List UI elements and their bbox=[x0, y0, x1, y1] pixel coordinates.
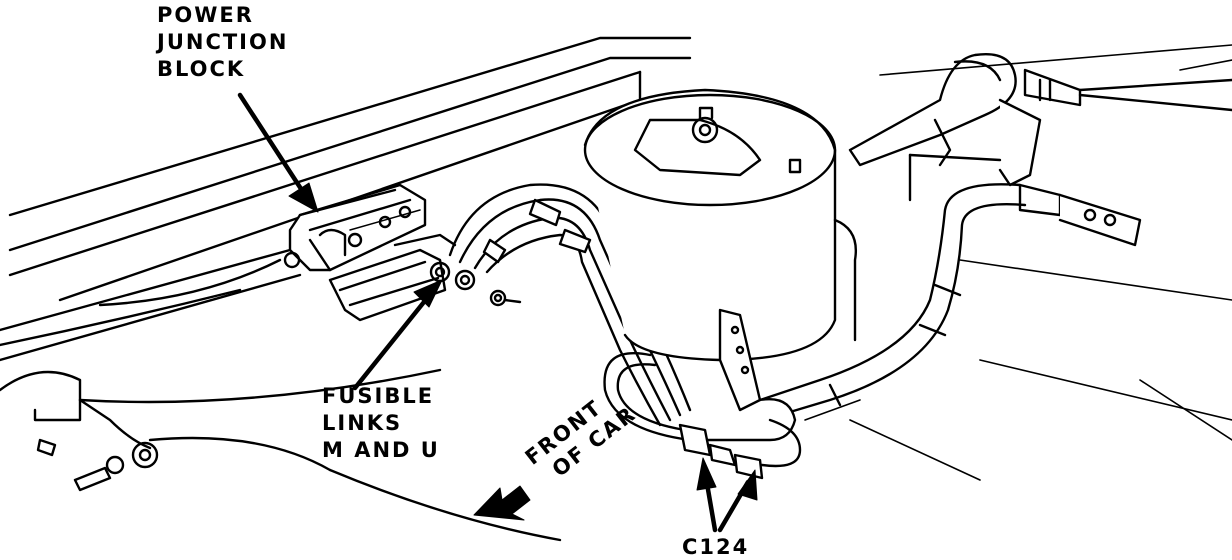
c124-arrowhead-left bbox=[696, 457, 717, 491]
hoses-and-fittings bbox=[848, 44, 1232, 247]
fusible-links-label: FUSIBLE LINKS M AND U bbox=[322, 384, 440, 462]
fusible-link-terminals bbox=[429, 261, 522, 307]
mounting-hardware bbox=[36, 398, 159, 492]
arrow-heads bbox=[288, 182, 758, 501]
power-junction-block-label: POWER JUNCTION BLOCK bbox=[157, 3, 289, 81]
c124-connector-label: C124 bbox=[682, 535, 750, 559]
power-junction-block bbox=[283, 183, 457, 322]
c124-arrowhead-right bbox=[737, 469, 758, 501]
fender-panel-lines bbox=[0, 36, 692, 362]
lower-right-panel bbox=[849, 259, 1232, 481]
fusible-links-arrow bbox=[352, 289, 435, 391]
power-junction-arrowhead bbox=[288, 182, 319, 213]
main-hose bbox=[688, 183, 1027, 442]
power-junction-arrow bbox=[237, 92, 308, 198]
c124-connectors bbox=[603, 352, 861, 480]
wiring-harness bbox=[448, 183, 692, 427]
canister bbox=[583, 88, 857, 362]
front-direction-arrow bbox=[473, 485, 531, 521]
fusible-links-arrowhead bbox=[413, 279, 443, 308]
